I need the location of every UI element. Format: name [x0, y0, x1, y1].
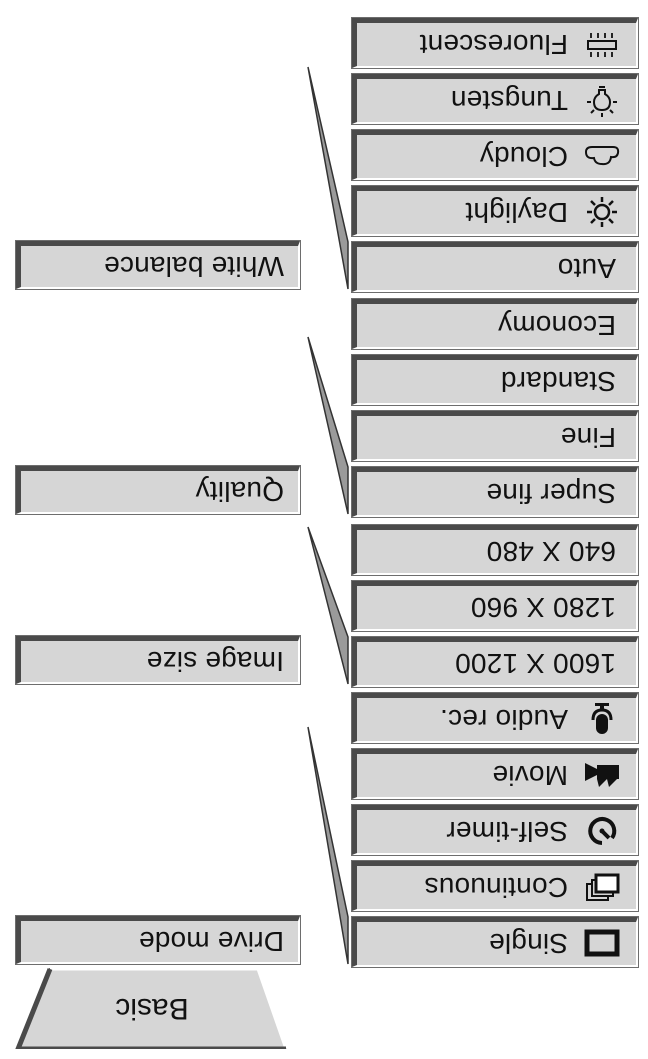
option-continuous[interactable]: Continuous — [352, 861, 638, 911]
microphone-icon — [580, 702, 624, 738]
category-label: Image size — [146, 646, 284, 678]
option-label: Tungsten — [450, 85, 568, 117]
option-640x480[interactable]: 640 X 480 — [352, 525, 638, 575]
fan-quality — [307, 336, 349, 515]
basic-tab[interactable]: Basic — [6, 967, 298, 1049]
option-single[interactable]: Single — [352, 917, 638, 967]
category-drive-mode[interactable]: Drive mode — [16, 916, 300, 964]
option-self-timer[interactable]: Self-timer — [352, 805, 638, 855]
option-label: 1600 X 1200 — [454, 648, 616, 680]
option-label: Fine — [560, 422, 616, 454]
option-label: Continuous — [424, 872, 568, 904]
fan-drive-mode — [307, 726, 349, 965]
single-frame-icon — [580, 926, 624, 962]
option-auto[interactable]: Auto — [352, 242, 638, 292]
option-daylight[interactable]: Daylight — [352, 186, 638, 236]
category-quality[interactable]: Quality — [16, 466, 300, 514]
option-label: Self-timer — [446, 816, 568, 848]
option-super-fine[interactable]: Super fine — [352, 467, 638, 517]
option-fluorescent[interactable]: Fluorescent — [352, 18, 638, 68]
fan-image-size — [307, 526, 349, 685]
option-label: Standard — [500, 366, 616, 398]
option-label: Single — [488, 928, 568, 960]
option-fine[interactable]: Fine — [352, 411, 638, 461]
option-economy[interactable]: Economy — [352, 299, 638, 349]
option-label: Audio rec. — [439, 704, 568, 736]
light-bulb-icon — [580, 83, 624, 119]
option-standard[interactable]: Standard — [352, 355, 638, 405]
fluorescent-tube-icon — [580, 27, 624, 63]
option-label: Daylight — [465, 197, 568, 229]
fan-white-balance — [307, 66, 349, 290]
category-label: Drive mode — [138, 926, 284, 958]
continuous-frames-icon — [580, 870, 624, 906]
option-label: Super fine — [486, 478, 616, 510]
cloud-icon — [580, 139, 624, 175]
basic-tab-shape — [14, 967, 288, 1049]
option-label: Cloudy — [479, 141, 568, 173]
category-white-balance[interactable]: White balance — [16, 241, 300, 289]
category-label: White balance — [103, 251, 284, 283]
basic-tab-label: Basic — [115, 992, 189, 1025]
option-movie[interactable]: Movie — [352, 749, 638, 799]
option-1280x960[interactable]: 1280 X 960 — [352, 581, 638, 631]
sun-icon — [580, 195, 624, 231]
option-label: Movie — [492, 760, 568, 792]
option-label: Fluorescent — [419, 29, 569, 61]
option-cloudy[interactable]: Cloudy — [352, 130, 638, 180]
self-timer-icon — [580, 814, 624, 850]
category-label: Quality — [195, 476, 284, 508]
option-audio-rec[interactable]: Audio rec. — [352, 693, 638, 743]
option-label: Economy — [497, 310, 616, 342]
option-1600x1200[interactable]: 1600 X 1200 — [352, 637, 638, 687]
movie-camera-icon — [580, 758, 624, 794]
category-image-size[interactable]: Image size — [16, 636, 300, 684]
option-label: 1280 X 960 — [470, 592, 616, 624]
option-label: 640 X 480 — [486, 536, 616, 568]
option-tungsten[interactable]: Tungsten — [352, 74, 638, 124]
option-label: Auto — [557, 253, 616, 285]
